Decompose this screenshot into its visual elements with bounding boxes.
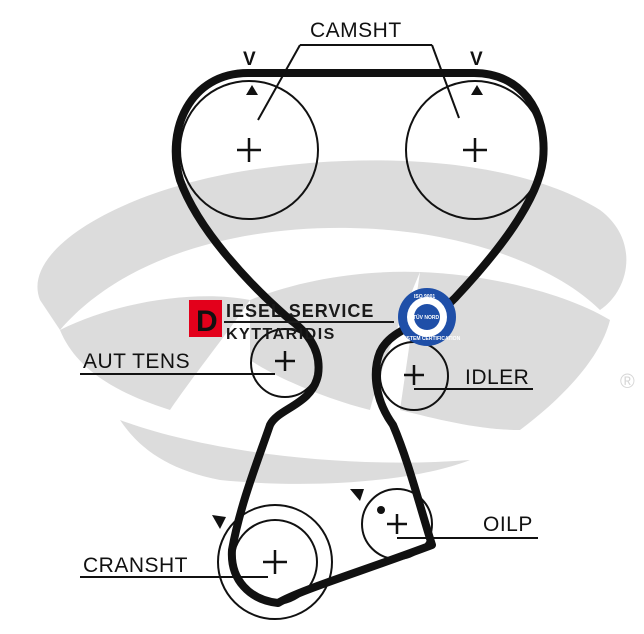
camshaft-label: CAMSHT — [310, 19, 402, 42]
timing-mark-crank — [212, 515, 226, 529]
timing-mark-left: V — [243, 49, 258, 95]
timing-belt — [171, 69, 548, 607]
dealer-logo-initial: D — [196, 305, 218, 338]
dealer-logo-line1: IESEL SERVICE — [226, 301, 374, 321]
certification-badge: ISO 9001 TÜV NORD SYSTEM CERTIFICATION — [398, 288, 461, 346]
idler-label: IDLER — [465, 366, 529, 389]
crankshaft-label: CRANSHT — [83, 554, 188, 577]
timing-mark-right-label: V — [470, 49, 483, 70]
oil-pump-label: OILP — [483, 513, 533, 536]
dealer-logo-badge — [189, 300, 222, 337]
crankshaft-callout: CRANSHT — [80, 554, 268, 578]
timing-mark-right: V — [470, 49, 483, 95]
auto-tensioner-label: AUT TENS — [83, 350, 190, 373]
certification-middle-text: TÜV NORD — [413, 314, 440, 321]
registered-mark: ® — [620, 371, 635, 393]
idler-callout: IDLER — [414, 366, 533, 390]
camshaft-callout: CAMSHT — [257, 19, 460, 121]
pulley-camshaft-left — [179, 80, 319, 220]
certification-bottom-text: SYSTEM CERTIFICATION — [400, 336, 461, 342]
auto-tensioner-callout: AUT TENS — [80, 350, 275, 375]
pulley-oil-pump — [361, 488, 433, 560]
oil-pump-callout: OILP — [397, 513, 538, 539]
timing-mark-oil-pump — [350, 489, 364, 501]
dealer-logo-line2: KYTTARIDIS — [226, 326, 336, 343]
dealer-logo: D IESEL SERVICE KYTTARIDIS — [189, 300, 394, 343]
timing-mark-left-label: V — [243, 49, 256, 70]
certification-top-text: ISO 9001 — [414, 294, 435, 300]
